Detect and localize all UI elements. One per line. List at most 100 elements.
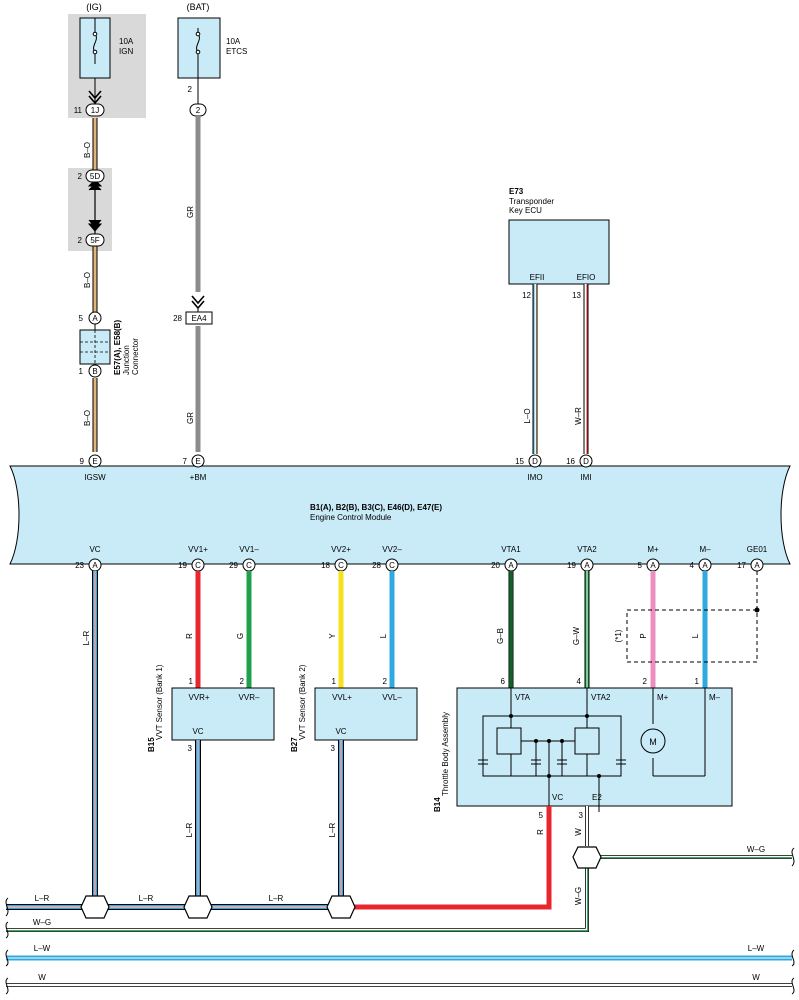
svg-text:19: 19 [567, 561, 576, 570]
motor-icon [640, 728, 666, 754]
engine-control-module [9, 465, 791, 565]
bat-fuse-amp: 10A [226, 37, 241, 46]
svg-text:+BM: +BM [190, 473, 207, 482]
wire-l-o-label: L–O [523, 408, 532, 423]
wire-w-r [583, 284, 589, 454]
svg-text:M–: M– [699, 545, 711, 554]
splice-vc-2 [183, 895, 213, 919]
svg-text:VV2+: VV2+ [331, 545, 351, 554]
ig-fuse-icon [92, 18, 98, 64]
wire-gr-label-2: GR [186, 412, 195, 424]
junction-dots [509, 714, 601, 778]
bus-l-w-right-label: L–W [748, 944, 765, 953]
svg-text:IGSW: IGSW [84, 473, 106, 482]
bus-l-r-label-1: L–R [35, 894, 50, 903]
connector-1j-pin: 11 [74, 106, 83, 115]
bus-w-left-label: W [38, 973, 46, 982]
connector-ea4-pin: 28 [173, 314, 182, 323]
b15-vvrp-label: VVR+ [188, 693, 209, 702]
wire-w-r-label: W–R [574, 407, 583, 425]
bus-l-r-label-2: L–R [139, 894, 154, 903]
b14-pin1: 1 [695, 677, 700, 686]
ecm-pin-bm: E 7 +BM [183, 454, 207, 482]
ig-fuse-name: IGN [119, 47, 133, 56]
b15-pin1: 1 [189, 677, 194, 686]
jc-pin-a [88, 311, 102, 325]
svg-text:17: 17 [737, 561, 746, 570]
bat-fuse-name: ETCS [226, 47, 247, 56]
e73-efio-pin: 13 [572, 291, 581, 300]
bus-w-right-label: W [752, 973, 760, 982]
svg-text:20: 20 [491, 561, 500, 570]
arrow-into-5d-icon [87, 179, 103, 191]
svg-text:GE01: GE01 [747, 545, 768, 554]
wire-b-o-label-1: B–O [83, 142, 92, 158]
wire-b-o-label-2: B–O [83, 272, 92, 288]
b14-pin4: 4 [577, 677, 582, 686]
arrow-into-ea4-icon [191, 295, 205, 310]
bus-l-r-label-3: L–R [269, 894, 284, 903]
b27-vvlm-label: VVL– [382, 693, 402, 702]
svg-text:C: C [389, 561, 395, 570]
ig-fuse-amp: 10A [119, 37, 134, 46]
ecm-pin-vv1p: VV1+ C 19 [178, 545, 208, 572]
svg-text:A: A [508, 561, 514, 570]
wire-vv1p-label: R [185, 633, 194, 639]
b14-vta2-label: VTA2 [591, 693, 611, 702]
wire-w-g-down-label: W–G [574, 887, 583, 905]
ecm-pin-vv2m: VV2– C 28 [372, 545, 402, 572]
connector-ea4 [185, 311, 213, 325]
jc-pin-a-num: 5 [79, 314, 84, 323]
svg-text:23: 23 [75, 561, 84, 570]
svg-text:VC: VC [89, 545, 100, 554]
motor-label: M [649, 737, 657, 747]
svg-text:A: A [92, 561, 98, 570]
connector-5f-label: 5F [90, 236, 99, 245]
svg-text:A: A [754, 561, 760, 570]
wire-mp-label: P [639, 633, 648, 638]
ecm-pin-mp: M+ A 5 [638, 545, 660, 572]
wire-b27-vc-label: L–R [328, 822, 337, 837]
cut-marks-left [5, 897, 9, 995]
ecm-pin-imo: D 15 IMO [515, 454, 543, 482]
ecm-name: Engine Control Module [310, 513, 392, 522]
b27-pin1: 1 [332, 677, 337, 686]
jc-pin-a-label: A [92, 314, 98, 323]
wire-w-g-right-label: W–G [747, 845, 765, 854]
svg-text:7: 7 [183, 457, 188, 466]
b14-code: B14 [433, 797, 442, 812]
svg-text:15: 15 [515, 457, 524, 466]
e73-efio-label: EFIO [577, 273, 596, 282]
b14-mp-label: M+ [657, 693, 669, 702]
b15-name: VVT Sensor (Bank 1) [155, 664, 164, 740]
b15-vvt-sensor-bank1 [171, 687, 275, 741]
ig-source-label: (IG) [86, 2, 102, 12]
wire-gr-label-1: GR [186, 206, 195, 218]
svg-text:5: 5 [638, 561, 643, 570]
bus-l-w-left-label: L–W [34, 944, 51, 953]
svg-text:A: A [584, 561, 590, 570]
svg-text:A: A [702, 561, 708, 570]
wire-w-g-right [597, 855, 792, 859]
shield-label: (*1) [614, 629, 623, 642]
svg-text:M+: M+ [647, 545, 659, 554]
wire-vv2m-label: L [379, 633, 388, 638]
wire-b-o-label-3: B–O [83, 410, 92, 426]
bus-w-g-label: W–G [33, 918, 51, 927]
splice-vc-1 [80, 895, 110, 919]
bat-fuse-icon [195, 28, 201, 78]
b14-pin3: 3 [579, 811, 584, 820]
connector-5f [85, 233, 105, 247]
b14-pin2: 2 [643, 677, 648, 686]
jc-internal-lines [80, 330, 110, 364]
bat-source-label: (BAT) [187, 2, 210, 12]
svg-text:E: E [92, 457, 97, 466]
cut-marks-right [791, 847, 795, 995]
b15-vc-label: VC [192, 727, 203, 736]
b27-vc-label: VC [335, 727, 346, 736]
wire-w-g-down [6, 868, 589, 932]
wire-l-o [532, 284, 538, 454]
ecm-pin-imi: D 16 IMI [566, 454, 593, 482]
splice-w-g [572, 846, 602, 869]
